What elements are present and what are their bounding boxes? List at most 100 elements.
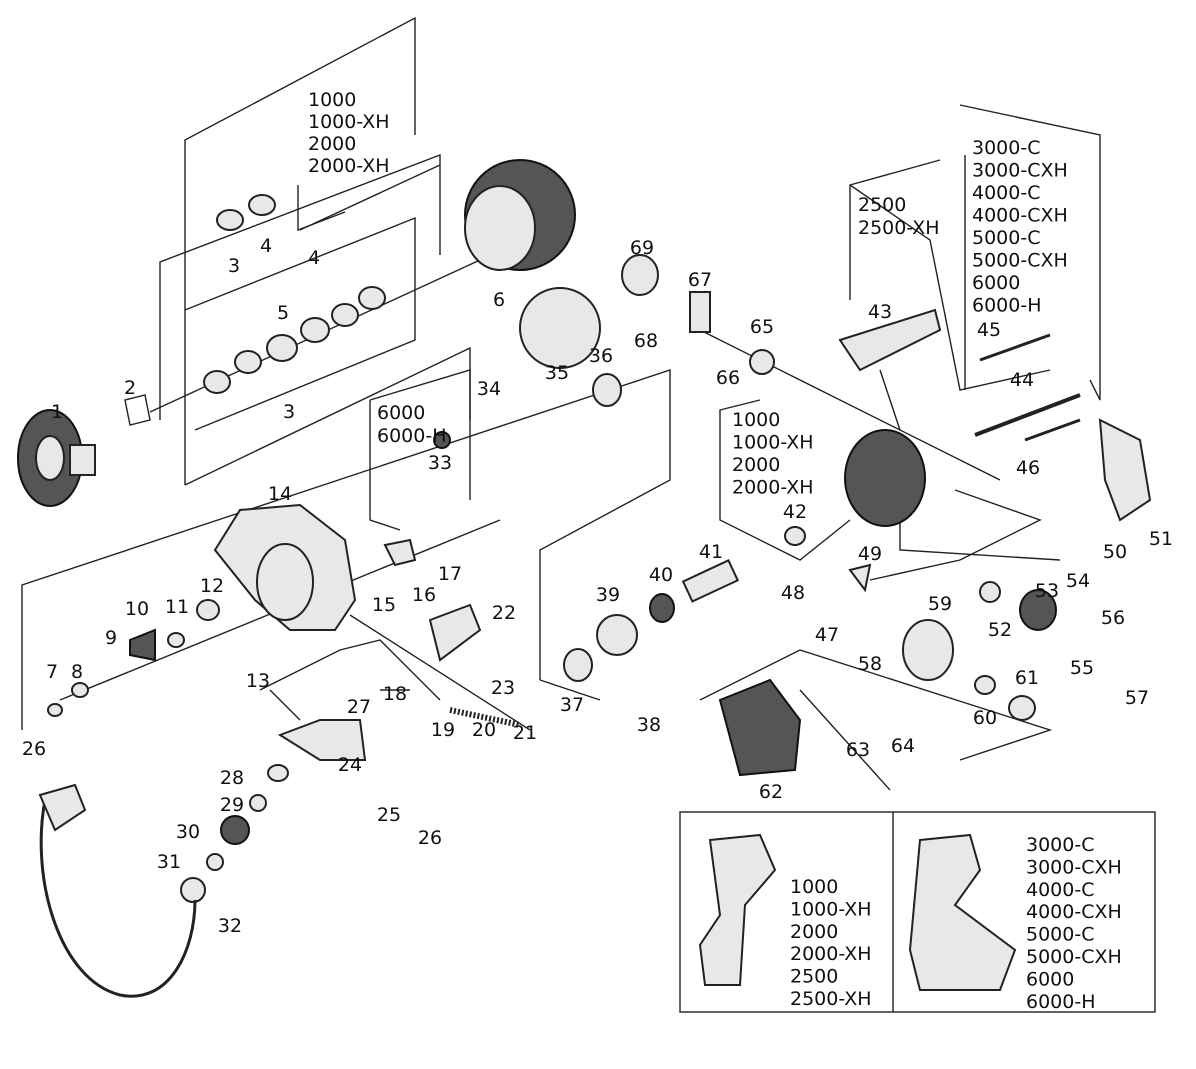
model-label: 5000-C (1026, 924, 1094, 946)
part-number-label: 45 (977, 319, 1001, 341)
part-number-label: 63 (846, 739, 870, 761)
part-number-label: 27 (347, 696, 371, 718)
model-label: 5000-C (972, 227, 1040, 249)
model-label: 2000-XH (308, 155, 390, 177)
part-number-label: 8 (71, 661, 83, 683)
part-number-label: 23 (491, 677, 515, 699)
part-number-label: 54 (1066, 570, 1090, 592)
part-number-label: 33 (428, 452, 452, 474)
part-number-label: 6 (493, 289, 505, 311)
model-label: 4000-CXH (1026, 901, 1122, 923)
model-label: 6000 (972, 272, 1020, 294)
rotor-part (844, 429, 926, 527)
part-number-label: 22 (492, 602, 516, 624)
part-number-label: 5 (277, 302, 289, 324)
handle-small-illustration (698, 833, 777, 986)
part-number-label: 49 (858, 543, 882, 565)
model-label: 3000-CXH (1026, 856, 1122, 878)
part-number-label: 52 (988, 619, 1012, 641)
model-label: 6000 (1026, 968, 1074, 990)
part-number-label: 11 (165, 596, 189, 618)
model-label: 2000 (732, 454, 780, 476)
model-label: 5000-CXH (1026, 946, 1122, 968)
part-number-label: 69 (630, 237, 654, 259)
part-number-label: 25 (377, 804, 401, 826)
model-label: 2000-XH (790, 943, 872, 965)
model-label: 1000-XH (732, 432, 814, 454)
part-number-label: 46 (1016, 457, 1040, 479)
model-label: 6000 (377, 402, 425, 424)
part-number-label: 65 (750, 316, 774, 338)
part-number-label: 24 (338, 754, 362, 776)
part-number-label: 15 (372, 594, 396, 616)
part-number-label: 64 (891, 735, 915, 757)
model-label: 1000-XH (790, 898, 872, 920)
model-label: 6000-H (972, 295, 1042, 317)
model-label: 4000-C (972, 182, 1040, 204)
part-number-label: 32 (218, 915, 242, 937)
model-label: 4000-C (1026, 879, 1094, 901)
handle-variants-box (679, 811, 1156, 1013)
part-number-label: 43 (868, 301, 892, 323)
model-lists: 10001000-XH20002000-XH60006000-H10001000… (308, 89, 1122, 1013)
part-number-label: 44 (1010, 369, 1034, 391)
part-number-label: 61 (1015, 667, 1039, 689)
part-number-label: 56 (1101, 607, 1125, 629)
part-number-label: 35 (545, 362, 569, 384)
part-number-label: 17 (438, 563, 462, 585)
part-number-label: 58 (858, 653, 882, 675)
model-label: 1000 (790, 876, 838, 898)
part-number-label: 51 (1149, 528, 1173, 550)
part-number-label: 59 (928, 593, 952, 615)
part-number-label: 29 (220, 794, 244, 816)
model-label: 2000-XH (732, 477, 814, 499)
part-number-label: 1 (51, 401, 63, 423)
part-number-label: 19 (431, 719, 455, 741)
part-number-label: 34 (477, 378, 501, 400)
model-label: 4000-CXH (972, 205, 1068, 227)
part-number-label: 16 (412, 584, 436, 606)
model-label: 1000-XH (308, 111, 390, 133)
part-number-label: 7 (46, 661, 58, 683)
part-number-label: 3 (283, 401, 295, 423)
model-label: 2500-XH (790, 988, 872, 1010)
part-number-label: 12 (200, 575, 224, 597)
part-number-label: 28 (220, 767, 244, 789)
part-number-label: 18 (383, 683, 407, 705)
part-number-label: 66 (716, 367, 740, 389)
part-number-label: 37 (560, 694, 584, 716)
part-number-label: 50 (1103, 541, 1127, 563)
part-number-label: 30 (176, 821, 200, 843)
part-number-label: 20 (472, 719, 496, 741)
model-label: 5000-CXH (972, 250, 1068, 272)
part-number-label: 3 (228, 255, 240, 277)
part-number-label: 9 (105, 627, 117, 649)
rotor-nut-part (519, 287, 601, 369)
handle-large-illustration (908, 833, 1017, 991)
part-number-label: 42 (783, 501, 807, 523)
part-number-label: 4 (260, 235, 272, 257)
part-number-label: 26 (22, 738, 46, 760)
part-number-label: 36 (589, 345, 613, 367)
model-label: 3000-C (1026, 834, 1094, 856)
model-label: 3000-C (972, 137, 1040, 159)
part-number-label: 60 (973, 707, 997, 729)
model-label: 1000 (732, 409, 780, 431)
part-number-label: 13 (246, 670, 270, 692)
model-label: 1000 (308, 89, 356, 111)
part-number-label: 55 (1070, 657, 1094, 679)
part-number-label: 21 (513, 722, 537, 744)
side-cover-part (718, 678, 802, 777)
part-number-label: 4 (308, 247, 320, 269)
model-label: 3000-CXH (972, 160, 1068, 182)
model-label: 6000-H (377, 425, 447, 447)
bail-arm-part (277, 719, 367, 761)
part-number-label: 39 (596, 584, 620, 606)
model-label: 2000 (790, 921, 838, 943)
model-label: 2000 (308, 133, 356, 155)
part-illustrations (17, 159, 1152, 998)
model-label: 2500 (790, 966, 838, 988)
